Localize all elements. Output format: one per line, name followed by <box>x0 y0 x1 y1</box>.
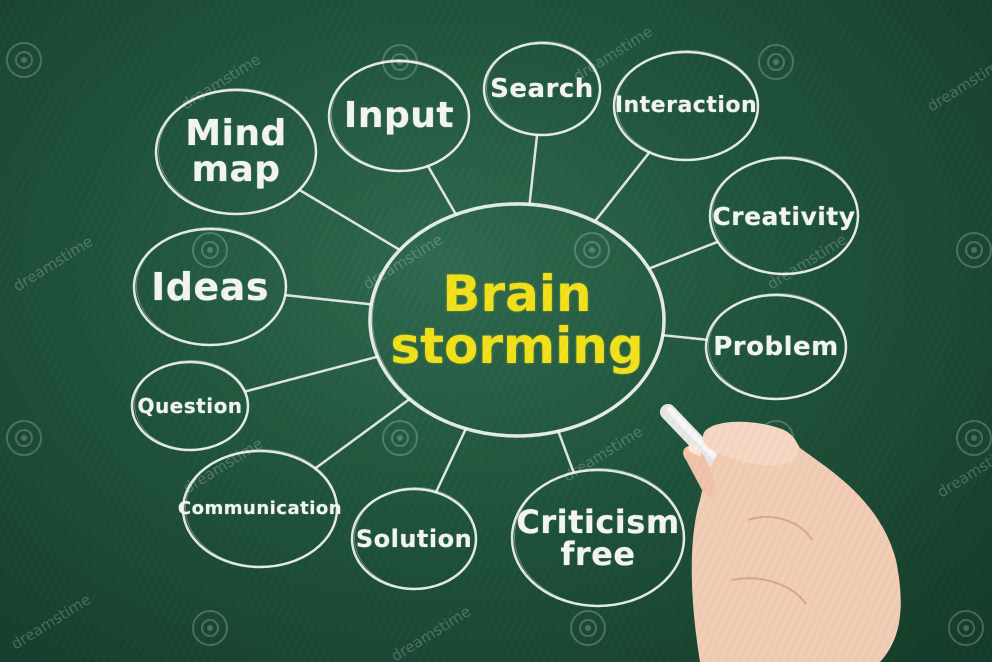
creativity-oval-sketch <box>712 156 859 274</box>
question-oval-sketch <box>134 360 249 450</box>
solution-connector <box>434 427 468 494</box>
brainstorming-label: Brain storming <box>390 264 644 375</box>
communication-label: Communication <box>177 498 343 519</box>
watermark-logo-icon <box>758 44 794 80</box>
brainstorming-oval-sketch <box>372 202 665 436</box>
interaction-label: Interaction <box>614 93 758 118</box>
ideas-label: Ideas <box>151 265 269 309</box>
communication-oval <box>181 449 339 569</box>
solution-oval-sketch <box>354 487 477 589</box>
problem-oval-sketch <box>708 293 847 399</box>
criticism-free-oval <box>510 468 686 608</box>
watermark-logo-icon <box>6 420 42 456</box>
watermark-logo-icon <box>948 610 984 646</box>
solution-oval <box>350 487 478 591</box>
ideas-connector <box>284 293 373 306</box>
communication-oval-sketch <box>185 449 338 567</box>
mind-map-connector <box>298 188 402 252</box>
input-connector <box>426 164 458 216</box>
brainstorming-oval <box>368 202 666 438</box>
search-oval <box>482 41 602 137</box>
hand <box>683 421 901 662</box>
ideas-oval-sketch <box>136 227 287 345</box>
watermark-logo-icon <box>382 420 418 456</box>
search-oval-sketch <box>486 41 601 135</box>
watermark-logo-icon <box>6 42 42 78</box>
watermark-logo-icon <box>192 610 228 646</box>
creativity-label: Creativity <box>712 201 856 231</box>
problem-oval <box>704 293 848 401</box>
question-oval <box>130 360 250 452</box>
watermark-logo-icon <box>192 232 228 268</box>
mind-map-label: Mind map <box>185 113 287 190</box>
search-connector <box>528 133 539 206</box>
mind-map-oval <box>154 88 318 216</box>
problem-label: Problem <box>713 332 839 362</box>
watermark-logo-icon <box>574 232 610 268</box>
solution-label: Solution <box>355 525 473 553</box>
interaction-oval <box>612 50 760 162</box>
watermark-logo-icon <box>570 610 606 646</box>
search-label: Search <box>490 74 594 104</box>
question-label: Question <box>137 394 243 418</box>
criticism-free-label: Criticism free <box>516 503 680 573</box>
problem-connector <box>661 333 708 342</box>
question-connector <box>243 355 379 393</box>
ideas-oval <box>132 227 288 347</box>
input-oval <box>327 59 471 173</box>
watermark-logo-icon <box>956 232 992 268</box>
communication-connector <box>313 397 411 470</box>
criticism-free-connector <box>557 430 576 475</box>
criticism-free-oval-sketch <box>514 468 685 606</box>
creativity-oval <box>708 156 860 276</box>
interaction-connector <box>593 151 651 223</box>
watermark-logo-icon <box>956 420 992 456</box>
mind-map-oval-sketch <box>158 88 317 214</box>
input-label: Input <box>343 95 455 136</box>
input-oval-sketch <box>331 59 470 171</box>
interaction-oval-sketch <box>616 50 759 160</box>
creativity-connector <box>647 240 719 270</box>
